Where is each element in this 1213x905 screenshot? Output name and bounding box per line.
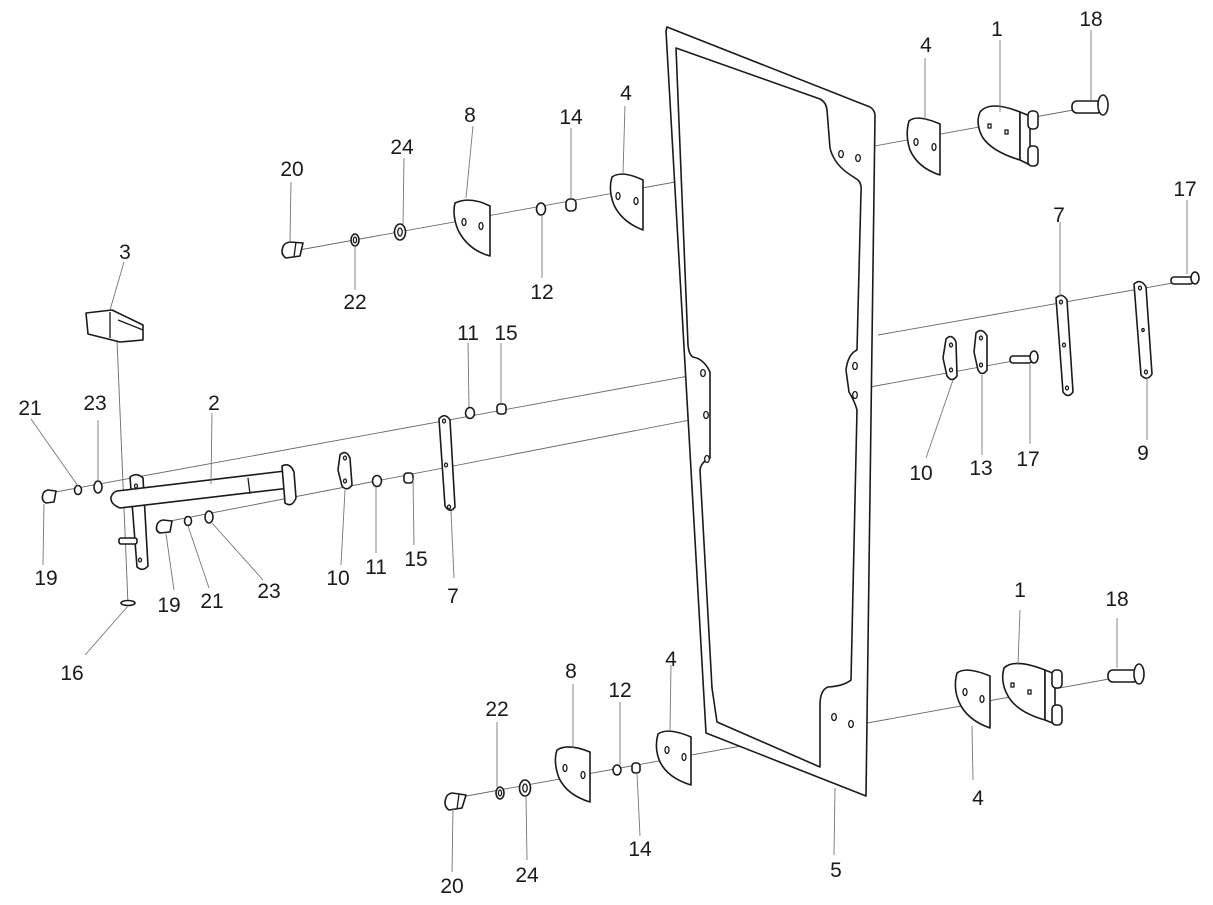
part-4-plate-bottom-left [655, 730, 692, 786]
callout-18-top: 18 [1079, 8, 1102, 31]
part-12-bushing-bottom [612, 764, 622, 776]
callout-19-right: 19 [157, 594, 180, 617]
right-linkage-group [942, 271, 1200, 397]
part-8-plate-bottom [554, 746, 591, 803]
part-18-pin-bottom [1107, 663, 1145, 685]
callout-22-top: 22 [343, 291, 366, 314]
callout-23-left: 23 [83, 392, 106, 415]
top-hinge-group [281, 94, 1109, 259]
callout-24-bottom: 24 [515, 864, 539, 887]
callout-7-left: 7 [447, 585, 459, 608]
callout-4-top-right: 4 [920, 34, 932, 57]
part-9-link [1133, 280, 1153, 380]
part-10-plate-left [337, 451, 353, 490]
part-17-bolt-right [1170, 271, 1200, 285]
bottom-hinge-group [444, 662, 1145, 811]
callout-8-bottom: 8 [565, 660, 577, 683]
callout-22-bottom: 22 [485, 698, 508, 721]
part-19-cap-nut-left [41, 489, 57, 504]
callout-1-bottom: 1 [1014, 579, 1026, 602]
callout-8-top: 8 [464, 104, 476, 127]
leader-lines [30, 30, 1188, 873]
callout-12-top: 12 [530, 281, 553, 304]
part-20-cap-nut-bottom [444, 792, 467, 811]
callout-9: 9 [1137, 442, 1149, 465]
callout-19-left: 19 [34, 567, 57, 590]
frame-hole [703, 410, 709, 420]
frame-hole [704, 454, 710, 464]
callout-14-top: 14 [559, 106, 583, 129]
callout-11-upper: 11 [457, 322, 479, 345]
part-10-plate-right [942, 335, 958, 381]
frame-hole [831, 712, 837, 722]
part-3-knob [85, 309, 144, 343]
part-14-bushing [565, 198, 577, 212]
part-18-pin-top [1071, 94, 1109, 116]
part-23-washer-left [93, 480, 103, 494]
callout-17-right: 17 [1173, 178, 1196, 201]
part-1-hinge-top [977, 105, 1039, 167]
callout-20-top: 20 [280, 158, 303, 181]
part-14-bushing-bottom [631, 762, 641, 774]
part-19-cap-nut-right [155, 519, 173, 534]
frame-hole [852, 361, 858, 371]
frame-hole [852, 390, 858, 400]
part-15-bushing-upper [496, 403, 507, 415]
callout-5: 5 [830, 859, 842, 882]
callout-21-right: 21 [200, 590, 223, 613]
callout-10-left: 10 [326, 567, 349, 590]
callout-10-right: 10 [909, 462, 932, 485]
callout-20-bottom: 20 [440, 875, 463, 898]
frame-hole [838, 149, 844, 159]
part-1-hinge-bottom [1001, 662, 1063, 726]
callout-12-bottom: 12 [608, 679, 631, 702]
part-15-bushing-lower [403, 472, 414, 484]
part-17-bolt-mid [1009, 350, 1039, 364]
part-20-cap-nut [281, 241, 304, 259]
frame-hole [848, 719, 854, 729]
part-5-door-frame [665, 26, 876, 797]
part-16-washer [120, 599, 136, 607]
axis-knob [116, 339, 129, 605]
callout-1-top: 1 [991, 18, 1003, 41]
part-11-bushing-lower [371, 474, 383, 488]
part-21-lock-washer-left [73, 484, 83, 496]
part-4-plate-top-right [906, 117, 941, 176]
callout-15-upper: 15 [494, 322, 517, 345]
axis-handle-upper [49, 372, 706, 494]
part-21-lock-washer-right [183, 515, 193, 527]
callout-7-right: 7 [1053, 204, 1065, 227]
callout-4-bottom-right: 4 [972, 787, 984, 810]
callout-4-top-left: 4 [620, 82, 632, 105]
callout-11-lower: 11 [365, 556, 387, 579]
part-13-plate [973, 329, 988, 375]
part-8-plate [453, 199, 491, 257]
callout-23-right: 23 [257, 580, 280, 603]
callout-4-bottom-left: 4 [665, 648, 677, 671]
callout-14-bottom: 14 [628, 838, 652, 861]
part-12-bushing [535, 202, 547, 216]
callout-13: 13 [969, 457, 992, 480]
callout-15-lower: 15 [404, 548, 427, 571]
part-2-handle [110, 464, 297, 571]
part-4-plate-bottom-right [954, 669, 991, 729]
callout-18-bottom: 18 [1105, 588, 1128, 611]
part-11-bushing-upper [464, 406, 476, 420]
part-4-plate-top-left [609, 173, 644, 231]
callout-2: 2 [208, 392, 220, 415]
callout-21-left: 21 [18, 397, 41, 420]
frame-hole [855, 153, 861, 163]
part-7-link-left [438, 414, 456, 512]
callout-24-top: 24 [390, 136, 414, 159]
callout-17-mid: 17 [1016, 448, 1039, 471]
callout-3: 3 [119, 241, 131, 264]
callout-labels: 1 1 2 3 4 4 4 4 5 7 7 8 8 9 10 10 11 11 … [18, 8, 1196, 898]
frame-hole [700, 368, 706, 378]
handle-group [41, 309, 507, 607]
part-7-link-right [1055, 294, 1074, 397]
part-23-washer-right [204, 510, 214, 524]
callout-16: 16 [60, 662, 83, 685]
